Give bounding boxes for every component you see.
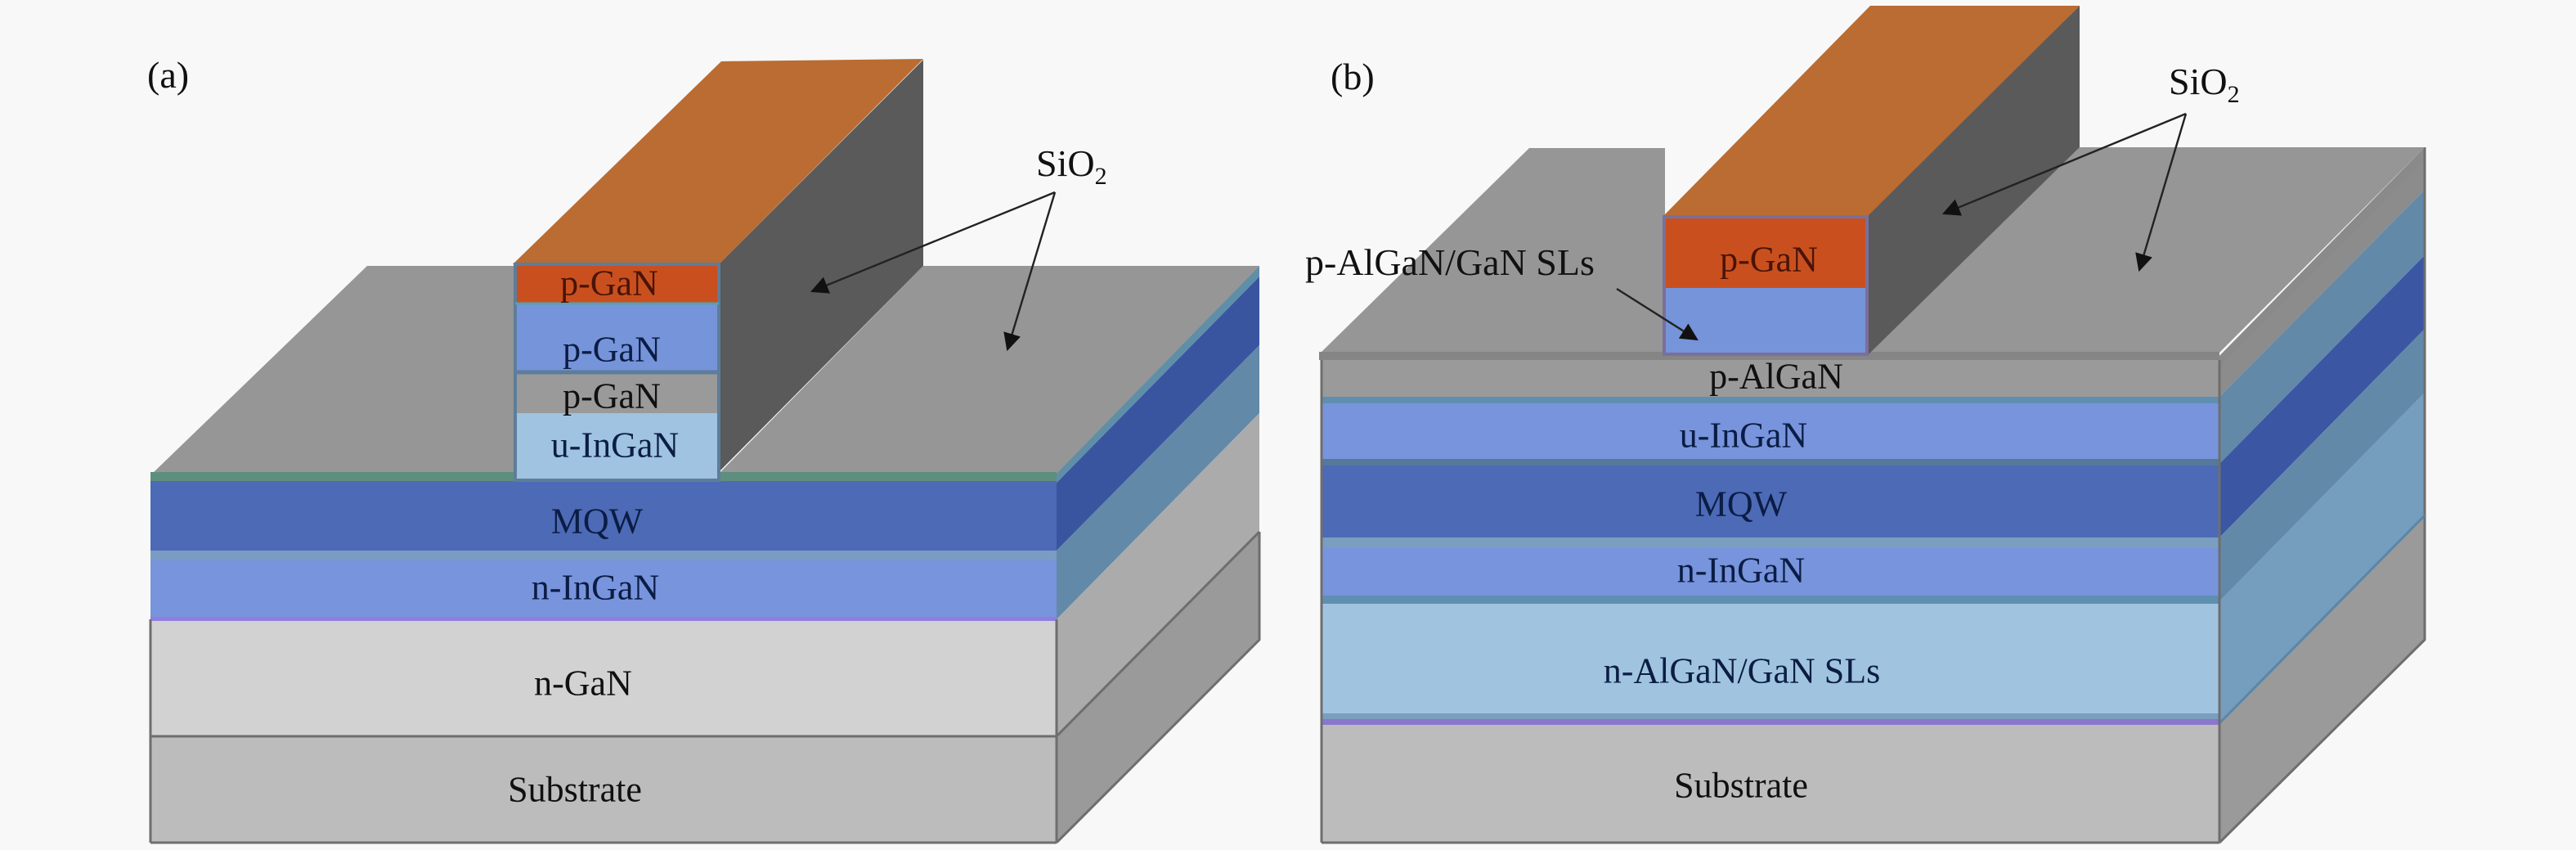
panel-b-arrow-surface xyxy=(2135,113,2188,272)
panel-a-label-u-ingan: u-InGaN xyxy=(551,425,679,465)
panel-a-ridge-front xyxy=(514,263,720,482)
panel-a-label-substrate: Substrate xyxy=(508,770,642,810)
panel-b-sls-callout: p-AlGaN/GaN SLs xyxy=(1305,241,1595,283)
panel-a-side-face xyxy=(1055,266,1261,844)
panel-a-front-stack xyxy=(149,481,1058,844)
panel-b-layer-n-sls xyxy=(1322,601,2219,724)
panel-a-ridge-top xyxy=(513,59,923,264)
panel-b-layer-p-algan xyxy=(1322,360,2219,397)
panel-b-layer-substrate xyxy=(1322,724,2219,843)
panel-b-layer-n-ingan xyxy=(1322,537,2219,601)
panel-b-sio2-callout: SiO2 xyxy=(2169,61,2240,108)
panel-a-arrow-sidewall xyxy=(810,191,1056,294)
panel-a-side-mqw xyxy=(1057,277,1259,551)
panel-b-ridge-front xyxy=(1663,215,1869,356)
panel-a-layer-mqw xyxy=(150,481,1057,551)
panel-a-ridge-sidewall xyxy=(719,60,923,472)
panel-b-label-mqw: MQW xyxy=(1695,484,1788,524)
panel-a-side-n-gan xyxy=(1057,413,1259,736)
panel-a-label-p-gan-2: p-GaN xyxy=(563,330,661,370)
panel-a-layer-substrate xyxy=(150,736,1057,843)
panel-a-label-n-ingan: n-InGaN xyxy=(532,568,659,608)
panel-a-sio2-top-right xyxy=(719,266,1259,474)
panel-b-ridge-top xyxy=(1664,6,2080,215)
panel-a-label-mqw: MQW xyxy=(551,501,644,542)
panel-b-layer-mqw xyxy=(1322,464,2219,537)
panel-b-front-stack xyxy=(1320,360,2221,844)
panel-b-ridge-layer-sls xyxy=(1664,288,1867,354)
panel-b-label-u-ingan: u-InGaN xyxy=(1680,416,1807,456)
panel-a: (a) xyxy=(147,54,1261,844)
panel-a-ridge-layer-p-gan-3 xyxy=(515,372,719,413)
panel-b-arrow-sidewall xyxy=(1942,112,2187,216)
panel-a-sio2-top-left xyxy=(152,266,515,474)
panel-b-sio2-top-left xyxy=(1319,148,1665,354)
panel-a-layer-n-gan xyxy=(150,619,1057,736)
panel-b-ridge-sidewall xyxy=(1867,6,2080,356)
panel-a-layer-n-ingan xyxy=(150,551,1057,619)
panel-b-label-p-gan: p-GaN xyxy=(1720,240,1818,280)
panel-b-label-n-ingan: n-InGaN xyxy=(1677,551,1805,591)
panel-b-side-face xyxy=(2218,147,2426,844)
panel-a-label-n-gan: n-GaN xyxy=(534,663,632,704)
panel-b-ridge-layer-p-gan xyxy=(1664,217,1867,288)
panel-a-label: (a) xyxy=(147,54,189,96)
panel-a-ridge-layer-u-ingan xyxy=(515,413,719,480)
panel-b-arrow-sls xyxy=(1616,287,1699,341)
panel-b-side-n-sls xyxy=(2219,393,2425,723)
panel-a-ridge-layer-p-gan-2 xyxy=(515,304,719,372)
panel-b-layer-u-ingan xyxy=(1322,397,2219,464)
panel-b: (b) xyxy=(1305,6,2426,844)
panel-a-side-substrate xyxy=(1057,532,1259,843)
panel-a-ridge-layer-p-gan-1 xyxy=(515,264,719,304)
panel-b-label: (b) xyxy=(1331,56,1375,97)
panel-b-side-u-ingan xyxy=(2219,190,2425,464)
panel-b-side-substrate xyxy=(2219,515,2425,843)
panel-a-label-p-gan-3: p-GaN xyxy=(563,376,661,416)
panel-a-sio2-callout: SiO2 xyxy=(1036,142,1107,190)
panel-a-side-n-ingan xyxy=(1057,345,1259,619)
panel-a-label-p-gan-1: p-GaN xyxy=(560,263,658,304)
panel-b-side-n-ingan xyxy=(2219,329,2425,601)
panel-b-side-mqw xyxy=(2219,255,2425,537)
panel-b-label-substrate: Substrate xyxy=(1674,766,1808,806)
panel-b-label-p-algan: p-AlGaN xyxy=(1709,357,1843,397)
panel-a-arrow-surface xyxy=(1003,191,1057,352)
panel-b-label-n-sls: n-AlGaN/GaN SLs xyxy=(1604,651,1881,691)
